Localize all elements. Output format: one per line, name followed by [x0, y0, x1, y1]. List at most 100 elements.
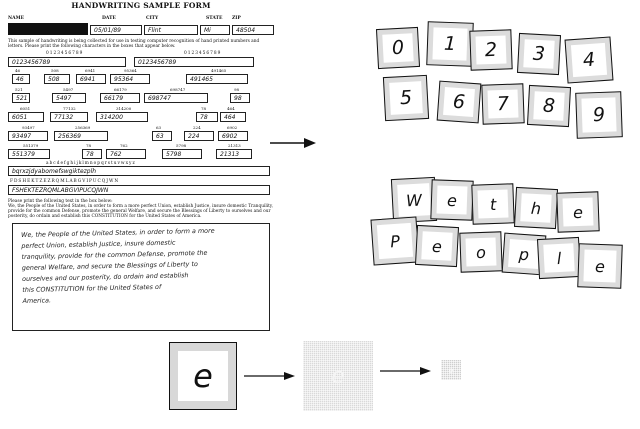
date-label: DATE [102, 16, 116, 21]
number-field-caption: 95364 [124, 68, 137, 73]
paragraph-box: We, the People of the United States, in … [12, 223, 270, 331]
number-field-box: 21313 [216, 149, 252, 159]
lowercase-printed: abcdefghijklmnopqrstuvwxyz [46, 161, 136, 166]
number-field-caption: 314200 [116, 106, 132, 111]
to-downsample-arrow [380, 367, 431, 375]
downsampled-letter-image: e [441, 360, 461, 380]
number-field-caption: 6941 [85, 68, 96, 73]
number-field-box: 5497 [52, 93, 86, 103]
number-field-box: 5798 [162, 149, 202, 159]
city-label: CITY [146, 16, 159, 21]
number-field-caption: 698747 [170, 87, 186, 92]
redacted-name-box [8, 23, 88, 35]
downsampled-letter-glyph: e [448, 365, 454, 375]
letter-tile: e [414, 224, 460, 268]
letter-glyph: p [508, 238, 540, 270]
noisy-letter-image: e [303, 341, 373, 411]
number-field-caption: 46 [15, 68, 21, 73]
digit-tile: 1 [426, 21, 474, 67]
number-field-caption: 98 [234, 87, 240, 92]
number-field-box: 78 [82, 149, 102, 159]
form-title: HANDWRITING SAMPLE FORM [71, 1, 211, 10]
number-field-caption: 256369 [75, 125, 91, 130]
number-field-caption: 5497 [63, 87, 74, 92]
number-field-caption: 78 [201, 106, 207, 111]
number-field-box: 314200 [96, 112, 148, 122]
number-field-box: 6941 [76, 74, 106, 84]
date-field: 05/01/89 [90, 25, 142, 35]
number-field-caption: 6051 [20, 106, 31, 111]
number-field-box: 256369 [54, 131, 108, 141]
number-field-caption: 77132 [63, 106, 76, 111]
digit-tile: 0 [375, 26, 421, 70]
number-field-caption: 93497 [22, 125, 35, 130]
to-noise-arrow [244, 372, 295, 380]
number-field-box: 98 [230, 93, 250, 103]
letter-tile: e [556, 191, 600, 233]
letter-tile: P [370, 216, 420, 266]
digits-box-2: 0123456789 [134, 57, 254, 67]
number-field-caption: 551379 [23, 143, 39, 148]
paragraph-instructions: Please print the following text in the b… [8, 199, 274, 219]
digit-tile: 4 [564, 36, 614, 84]
letter-glyph: e [436, 185, 468, 215]
number-field-caption: 508 [51, 68, 59, 73]
number-field-caption: 6902 [227, 125, 238, 130]
handwritten-paragraph: We, the People of the United States, in … [21, 224, 267, 307]
number-field-box: 63 [152, 131, 172, 141]
digit-tile: 9 [575, 91, 623, 139]
form-instructions: This sample of handwriting is being coll… [8, 39, 260, 49]
digit-tile: 2 [469, 29, 513, 71]
uppercase-printed: FDSHEKTZEZRQMLABGVIPUCQJWN [10, 179, 120, 184]
number-field-box: 698747 [144, 93, 208, 103]
digit-tile: 6 [436, 80, 482, 124]
state-label: STATE [206, 16, 223, 21]
number-field-caption: 66179 [114, 87, 127, 92]
city-field: Flint [144, 25, 198, 35]
source-letter-tile: e [169, 342, 237, 410]
letter-glyph: l [543, 243, 575, 273]
letter-glyph: t [477, 189, 509, 219]
digits-printed-right: 0123456789 [184, 51, 222, 56]
zip-field: 48504 [232, 25, 274, 35]
letter-tile: o [459, 231, 503, 273]
source-letter-glyph: e [178, 351, 228, 401]
digit-glyph: 5 [389, 81, 423, 115]
lowercase-box: bqrxzjdyabomefswgiktezplh [8, 166, 270, 176]
letter-glyph: W [397, 183, 431, 217]
letter-glyph: h [520, 193, 552, 223]
digit-tile: 8 [526, 84, 572, 128]
digit-glyph: 9 [581, 97, 617, 133]
digit-glyph: 2 [475, 35, 507, 65]
digit-glyph: 8 [533, 91, 565, 121]
letter-tile: e [430, 179, 474, 221]
digit-glyph: 7 [487, 89, 519, 119]
digit-glyph: 6 [443, 86, 475, 118]
number-field-box: 551379 [8, 149, 50, 159]
noisy-letter-glyph: e [331, 363, 345, 389]
number-field-box: 491465 [186, 74, 248, 84]
digit-tile: 7 [481, 83, 525, 125]
number-field-box: 224 [184, 131, 214, 141]
number-field-caption: 464 [227, 106, 235, 111]
digit-glyph: 3 [523, 39, 555, 69]
letter-glyph: e [562, 197, 594, 227]
letter-glyph: e [583, 249, 617, 283]
digit-glyph: 4 [570, 42, 608, 78]
number-field-caption: 224 [193, 125, 201, 130]
zip-label: ZIP [232, 16, 241, 21]
number-field-box: 77132 [50, 112, 88, 122]
digits-printed-left: 0123456789 [46, 51, 84, 56]
number-field-caption: 491465 [211, 68, 227, 73]
letter-glyph: P [376, 222, 414, 260]
letter-tile: e [577, 243, 623, 289]
handwriting-sample-form: HANDWRITING SAMPLE FORM NAME DATE CITY S… [6, 0, 276, 335]
letter-tile: l [536, 236, 582, 280]
number-field-box: 66179 [100, 93, 140, 103]
number-field-caption: 78 [86, 143, 92, 148]
paragraph-instruction-line: Please print the following text in the b… [8, 199, 113, 204]
digit-tile: 3 [516, 32, 562, 76]
number-field-box: 508 [44, 74, 70, 84]
letter-glyph: o [465, 237, 497, 267]
number-field-box: 46 [12, 74, 30, 84]
